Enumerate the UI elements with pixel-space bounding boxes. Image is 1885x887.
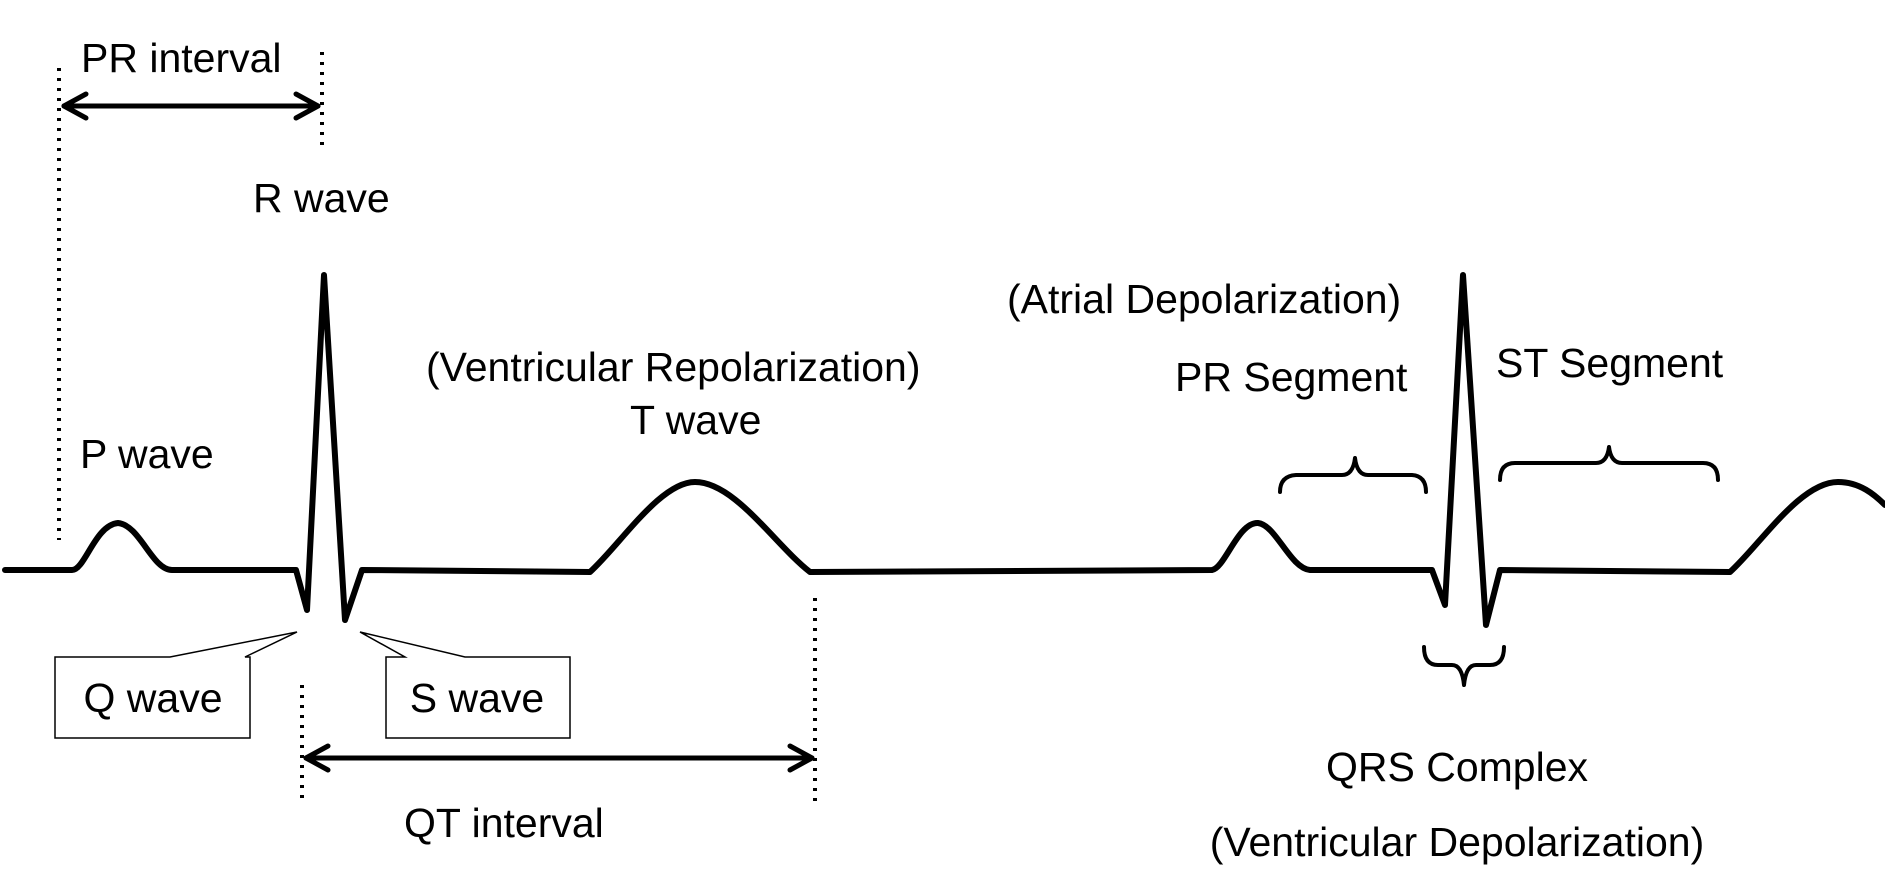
qrs-complex-label: QRS Complex xyxy=(1326,744,1589,790)
qrs-complex-brace xyxy=(1422,645,1506,687)
t-wave-label: T wave xyxy=(630,397,761,443)
ventricular-depolarization-label: (Ventricular Depolarization) xyxy=(1210,819,1705,865)
pr-segment-label: PR Segment xyxy=(1175,354,1408,400)
s-wave-label: S wave xyxy=(410,675,544,721)
q-wave-label: Q wave xyxy=(84,675,223,721)
qt-interval-label: QT interval xyxy=(404,800,604,846)
q-wave-callout: Q wave xyxy=(54,631,298,739)
atrial-depolarization-label: (Atrial Depolarization) xyxy=(1007,276,1401,322)
p-wave-label: P wave xyxy=(80,431,214,477)
st-segment-brace xyxy=(1498,445,1720,482)
ventricular-repolarization-label: (Ventricular Repolarization) xyxy=(426,344,921,390)
qt-interval-arrow xyxy=(303,743,815,773)
ecg-trace xyxy=(2,272,1885,628)
pr-segment-brace xyxy=(1278,456,1428,494)
pr-interval-arrow xyxy=(61,91,321,121)
pr-interval-label: PR interval xyxy=(81,35,282,81)
s-wave-callout: S wave xyxy=(359,631,571,739)
r-wave-label: R wave xyxy=(253,175,390,221)
st-segment-label: ST Segment xyxy=(1496,340,1724,386)
